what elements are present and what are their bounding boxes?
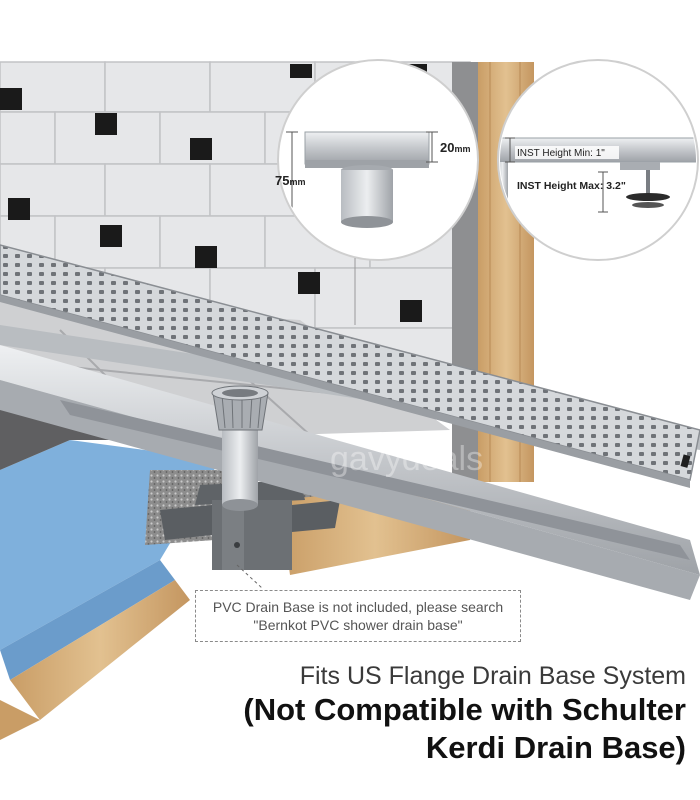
dimension-top-value: 20: [440, 140, 454, 155]
drain-outlet: [211, 385, 269, 511]
dimension-total-unit: mm: [289, 177, 305, 187]
dimension-total-value: 75: [275, 173, 289, 188]
compatibility-line-1: (Not Compatible with Schulter: [243, 692, 686, 727]
drain-grate: [0, 244, 700, 488]
dimension-top-unit: mm: [454, 144, 470, 154]
pvc-note-line-2: "Bernkot PVC shower drain base": [253, 617, 463, 633]
inst-max-label: INST Height Max: 3.2": [517, 180, 626, 192]
watermark: gavydeals: [330, 440, 483, 478]
dimension-detail-right: INST Height Min: 1" INST Height Max: 3.2…: [497, 59, 699, 261]
compatibility-warning: (Not Compatible with Schulter Kerdi Drai…: [243, 691, 686, 767]
pvc-note-line-1: PVC Drain Base is not included, please s…: [212, 599, 504, 615]
compatibility-line-2: Kerdi Drain Base): [425, 730, 686, 765]
dimension-detail-left: 75mm 20mm: [275, 59, 479, 261]
headline: Fits US Flange Drain Base System: [299, 662, 686, 690]
inst-min-label: INST Height Min: 1": [517, 148, 605, 159]
pvc-note: PVC Drain Base is not included, please s…: [195, 590, 521, 642]
svg-text:75mm: 75mm: [275, 173, 305, 188]
svg-text:20mm: 20mm: [440, 140, 470, 155]
